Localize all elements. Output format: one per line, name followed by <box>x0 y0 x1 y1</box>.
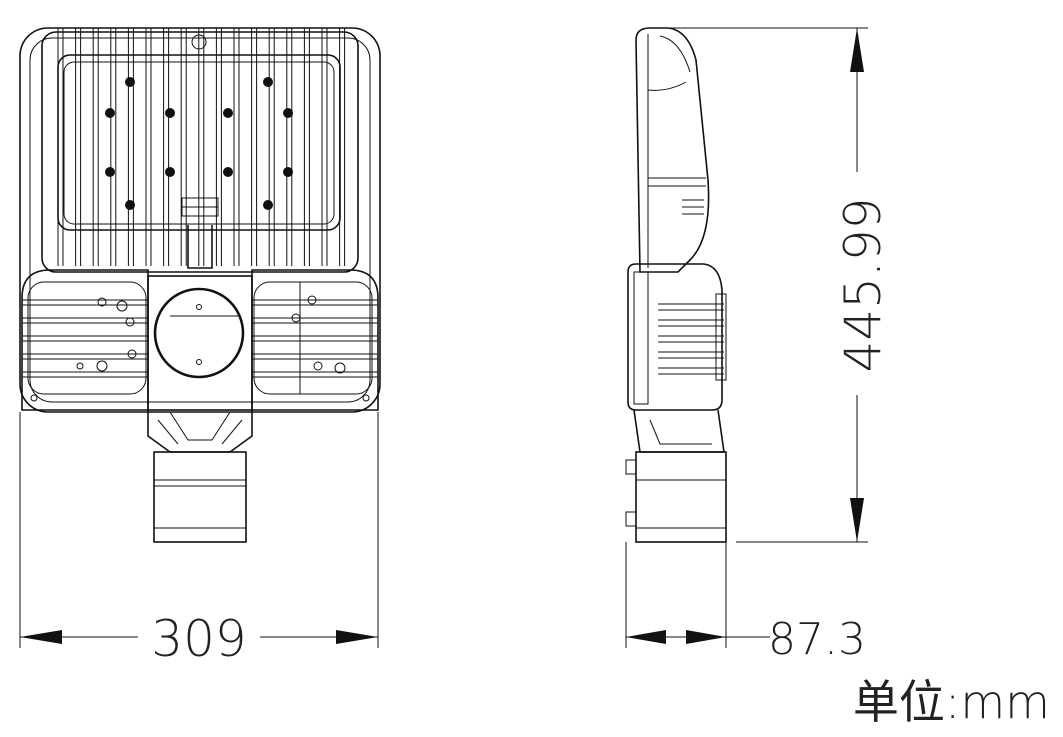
hole <box>105 108 115 118</box>
hole <box>263 200 273 210</box>
hole <box>125 200 135 210</box>
front-view <box>19 27 381 543</box>
hole <box>223 108 233 118</box>
height-dimension-label: 445.99 <box>834 198 892 373</box>
hole <box>283 108 293 118</box>
unit-label: 单位:mm <box>853 675 1050 729</box>
width-dimension-label: 309 <box>151 610 246 668</box>
hole <box>263 77 273 87</box>
hole <box>283 167 293 177</box>
side-view <box>625 27 727 543</box>
lower-fins <box>22 299 378 378</box>
heat-sink-fins <box>57 28 346 266</box>
mounting-holes <box>105 77 293 210</box>
side-fins <box>658 303 724 375</box>
hole <box>125 77 135 87</box>
hole <box>223 167 233 177</box>
depth-dimension-label: 87.3 <box>768 614 866 665</box>
dimension-lines <box>19 27 868 648</box>
hole <box>165 167 175 177</box>
hole <box>165 108 175 118</box>
hole <box>105 167 115 177</box>
